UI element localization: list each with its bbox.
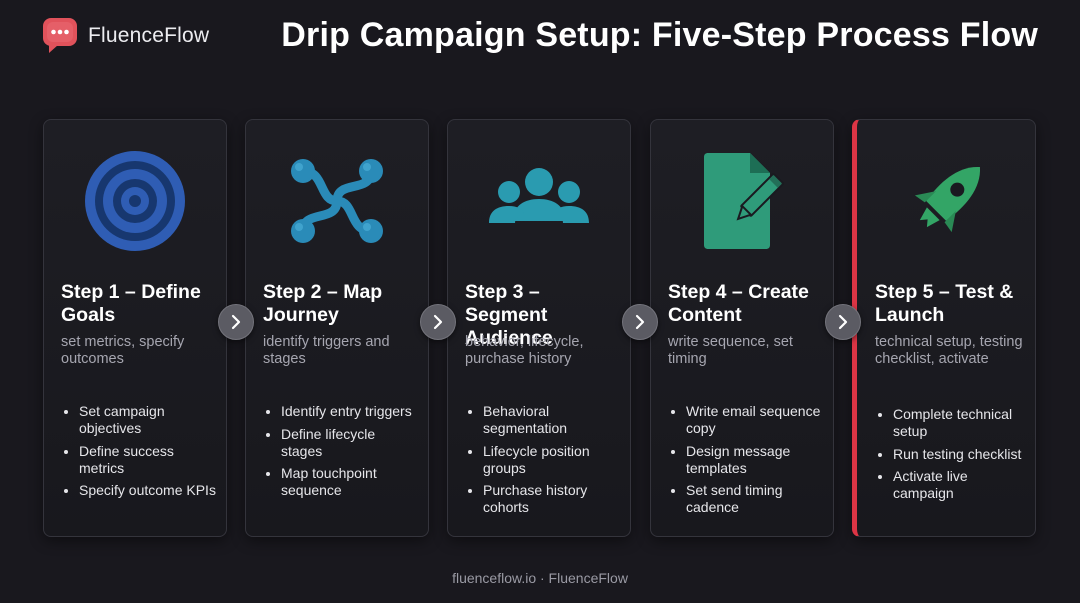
step-subtitle: technical setup, testing checklist, acti… (875, 334, 1023, 367)
step-subtitle: identify triggers and stages (263, 334, 390, 367)
step-subtitle: behavior, lifecycle, purchase history (465, 334, 584, 367)
users-group-icon (489, 168, 589, 223)
journey-nodes-icon (291, 159, 383, 243)
step-bullets: Complete technical setup Run testing che… (875, 406, 1027, 508)
bullet-item: Write email sequence copy (686, 403, 825, 437)
step-card-5: Step 5 – Test & Launch technical setup, … (852, 119, 1036, 537)
bullet-item: Identify entry triggers (281, 403, 420, 420)
step-title: Step 3 – Segment Audience (465, 281, 553, 349)
bullet-item: Specify outcome KPIs (79, 482, 218, 499)
step-bullets: Behavioral segmentation Lifecycle positi… (465, 403, 622, 522)
footer-text: fluenceflow.io · FluenceFlow (452, 570, 628, 586)
target-icon (85, 151, 185, 251)
step-subtitle: set metrics, specify outcomes (61, 334, 185, 367)
step-title: Step 1 – Define Goals (61, 281, 201, 326)
page-title: Drip Campaign Setup: Five-Step Process F… (281, 16, 1038, 54)
step-card-4: Step 4 – Create Content write sequence, … (650, 119, 834, 537)
rocket-icon (914, 167, 980, 233)
step-bullets: Identify entry triggers Define lifecycle… (263, 403, 420, 505)
header: FluenceFlow Drip Campaign Setup: Five-St… (0, 0, 1080, 80)
brand: FluenceFlow (42, 17, 209, 55)
chevron-right-icon (825, 304, 861, 340)
bullet-item: Lifecycle position groups (483, 443, 622, 477)
chevron-right-icon (420, 304, 456, 340)
bullet-item: Map touchpoint sequence (281, 465, 420, 499)
step-card-3: Step 3 – Segment Audience behavior, life… (447, 119, 631, 537)
bullet-item: Set campaign objectives (79, 403, 218, 437)
chevron-right-icon (218, 304, 254, 340)
step-title: Step 4 – Create Content (668, 281, 809, 326)
step-bullets: Set campaign objectives Define success m… (61, 403, 218, 505)
chevron-right-icon (622, 304, 658, 340)
chat-bubble-icon (43, 18, 77, 53)
bullet-item: Behavioral segmentation (483, 403, 622, 437)
bullet-item: Purchase history cohorts (483, 482, 622, 516)
bullet-item: Complete technical setup (893, 406, 1027, 440)
bullet-item: Define success metrics (79, 443, 218, 477)
step-card-2: Step 2 – Map Journey identify triggers a… (245, 119, 429, 537)
bullet-item: Run testing checklist (893, 446, 1027, 463)
step-card-1: Step 1 – Define Goals set metrics, speci… (43, 119, 227, 537)
step-bullets: Write email sequence copy Design message… (668, 403, 825, 522)
bullet-item: Activate live campaign (893, 468, 1027, 502)
step-title: Step 2 – Map Journey (263, 281, 383, 326)
brand-name: FluenceFlow (88, 24, 210, 47)
document-pencil-icon (704, 153, 784, 249)
bullet-item: Set send timing cadence (686, 482, 825, 516)
step-subtitle: write sequence, set timing (668, 334, 793, 367)
step-title: Step 5 – Test & Launch (875, 281, 1014, 326)
bullet-item: Design message templates (686, 443, 825, 477)
bullet-item: Define lifecycle stages (281, 426, 420, 460)
